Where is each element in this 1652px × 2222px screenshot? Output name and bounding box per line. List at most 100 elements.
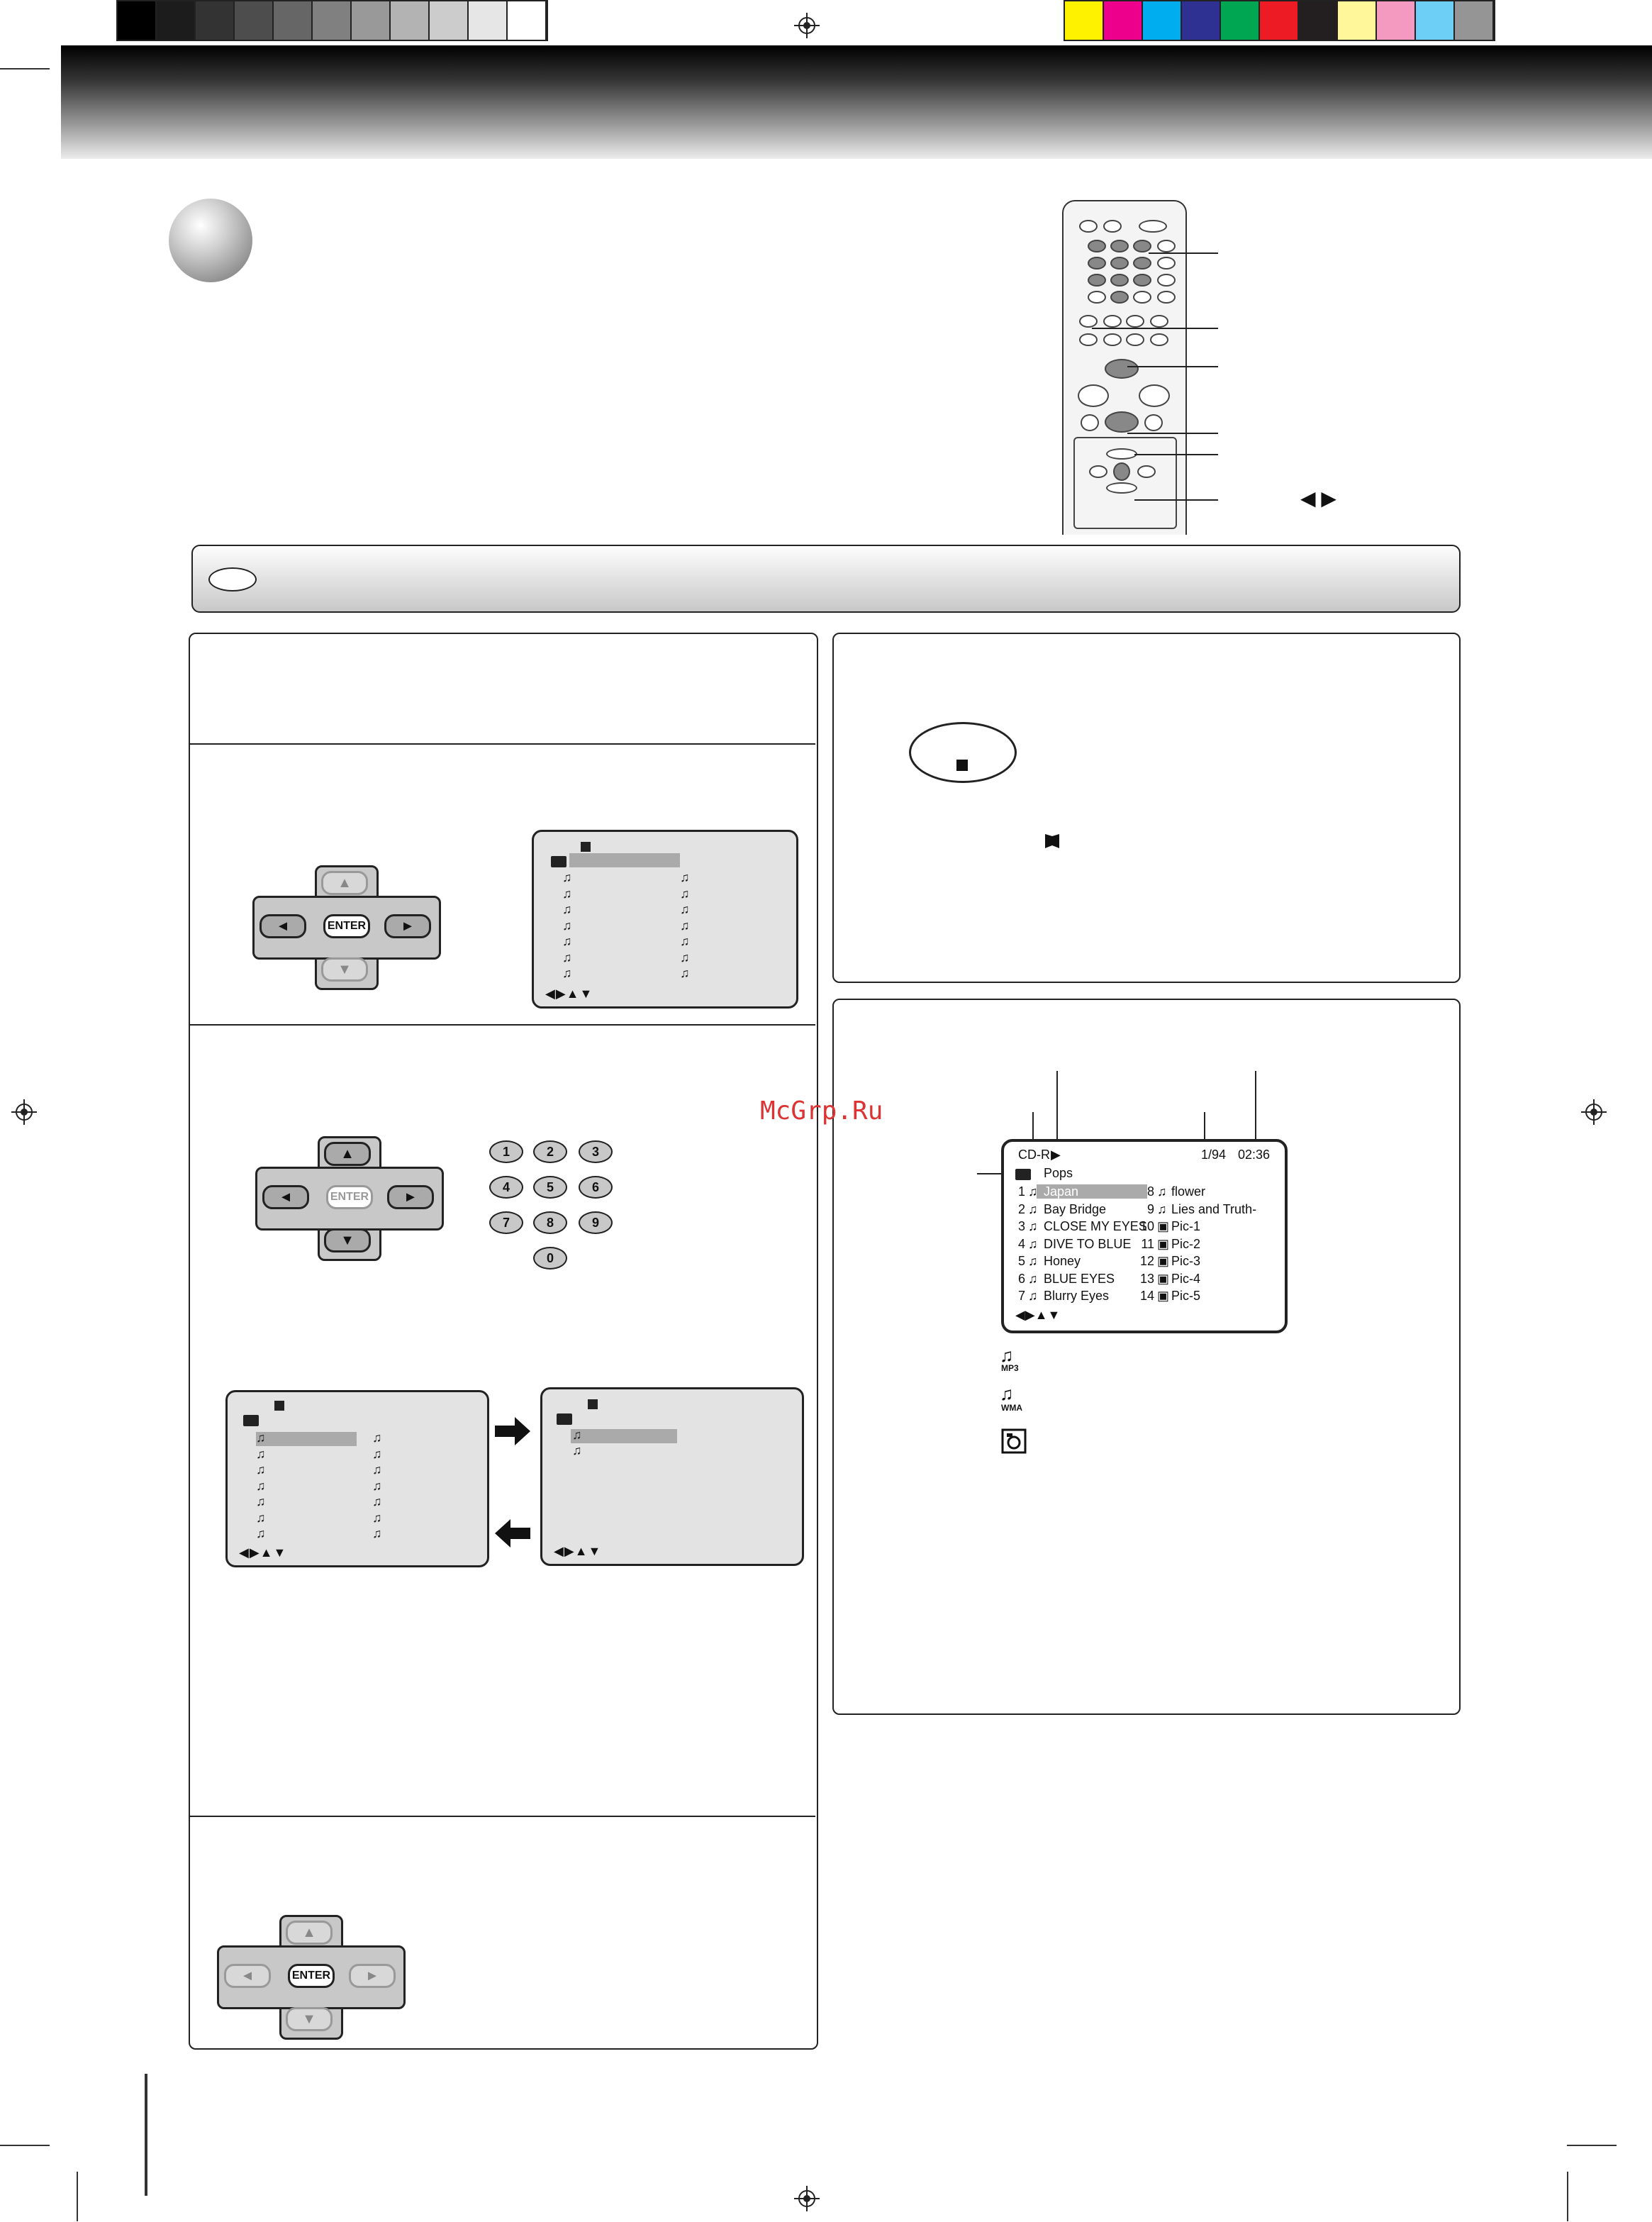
left-button[interactable]: ◄ [259, 914, 306, 938]
gray-swatch [235, 1, 274, 40]
osd-screen-subfolder: ♫ ♫ ◀▶▲▼ [540, 1387, 804, 1566]
music-note-icon: ♫ [680, 966, 690, 980]
track-title[interactable]: Pic-1 [1171, 1219, 1201, 1233]
music-note-icon: ♫ [572, 1443, 582, 1457]
folder-icon [243, 1415, 259, 1426]
remote-control-illustration [1062, 200, 1187, 535]
callout-line [1127, 366, 1218, 367]
track-title[interactable]: flower [1171, 1184, 1206, 1199]
right-button[interactable]: ► [349, 1964, 396, 1988]
color-swatch [1065, 1, 1104, 40]
track-number: 11 [1141, 1236, 1154, 1251]
music-note-icon: ♫ [256, 1462, 266, 1477]
num-key-9[interactable]: 9 [579, 1211, 613, 1234]
down-button[interactable]: ▼ [286, 2007, 333, 2031]
picture-file-icon: ▣ [1157, 1236, 1170, 1251]
color-swatch [1104, 1, 1143, 40]
num-key-5[interactable]: 5 [533, 1176, 567, 1199]
track-title[interactable]: Bay Bridge [1044, 1201, 1107, 1216]
music-note-icon: ♫ [372, 1462, 382, 1477]
track-title[interactable]: Pic-3 [1171, 1254, 1201, 1268]
music-note-icon: ♫ [562, 902, 572, 916]
color-swatch [1338, 1, 1377, 40]
music-note-icon: ♫ [256, 1431, 266, 1445]
color-swatch [1260, 1, 1299, 40]
down-button[interactable]: ▼ [321, 957, 368, 982]
right-button[interactable]: ► [387, 1185, 434, 1209]
music-note-icon: ♫ [256, 1446, 266, 1461]
page-header-band [61, 45, 1652, 159]
music-note-icon: ♫ [256, 1478, 266, 1493]
stop-icon [588, 1399, 598, 1409]
gray-swatch [352, 1, 391, 40]
music-note-icon: ♫ [1028, 1219, 1038, 1233]
gray-swatch [157, 1, 196, 40]
track-title[interactable]: Pic-5 [1171, 1289, 1201, 1303]
music-note-icon: ♫ [562, 918, 572, 933]
track-title[interactable]: Pic-4 [1171, 1271, 1201, 1286]
enter-button[interactable]: ENTER [326, 1185, 373, 1209]
up-button[interactable]: ▲ [286, 1921, 333, 1945]
grayscale-bar [116, 0, 548, 41]
left-button[interactable]: ◄ [224, 1964, 271, 1988]
registration-mark-top [794, 13, 820, 38]
num-key-6[interactable]: 6 [579, 1176, 613, 1199]
music-note-icon: ♫ [372, 1446, 382, 1461]
page-edge-bar [145, 2074, 147, 2196]
up-button[interactable]: ▲ [321, 871, 368, 895]
num-key-8[interactable]: 8 [533, 1211, 567, 1234]
music-note-icon: ♫ [680, 886, 690, 901]
track-title[interactable]: BLUE EYES [1044, 1271, 1115, 1286]
track-number: 7 [1017, 1289, 1025, 1303]
enter-button[interactable]: ENTER [323, 914, 370, 938]
color-swatch [1416, 1, 1455, 40]
num-key-1[interactable]: 1 [489, 1140, 523, 1163]
crop-line [0, 2145, 50, 2146]
music-note-icon: ♫ [572, 1428, 582, 1442]
num-key-7[interactable]: 7 [489, 1211, 523, 1234]
mp3-label: MP3 [1001, 1363, 1019, 1373]
music-note-icon: ♫ [372, 1494, 382, 1509]
picture-file-icon: ▣ [1157, 1254, 1170, 1268]
divider [190, 1024, 815, 1026]
stop-button[interactable] [909, 722, 1017, 783]
osd-screen-track-list: ♫♫♫♫♫♫♫♫♫♫♫♫♫♫ ◀▶▲▼ [225, 1390, 489, 1567]
track-number: 8 [1146, 1184, 1154, 1199]
stop-panel [832, 633, 1461, 983]
callout-line [1134, 454, 1218, 455]
left-button[interactable]: ◄ [262, 1185, 309, 1209]
color-swatch [1143, 1, 1182, 40]
track-title[interactable]: CLOSE MY EYES [1044, 1219, 1147, 1233]
disc-type-label: CD-R [1018, 1148, 1050, 1162]
num-key-2[interactable]: 2 [533, 1140, 567, 1163]
up-button[interactable]: ▲ [324, 1142, 371, 1166]
gray-swatch [196, 1, 235, 40]
track-title[interactable]: Pic-2 [1171, 1236, 1201, 1251]
track-number: 14 [1139, 1289, 1154, 1303]
wma-music-icon: ♫ [1000, 1383, 1014, 1404]
track-title[interactable]: Lies and Truth- [1171, 1201, 1257, 1216]
gray-swatch [391, 1, 430, 40]
music-note-icon: ♫ [256, 1526, 266, 1540]
enter-button[interactable]: ENTER [288, 1964, 335, 1988]
track-title[interactable]: Japan [1044, 1184, 1079, 1199]
num-key-4[interactable]: 4 [489, 1176, 523, 1199]
play-icon: ▶ [1051, 1148, 1061, 1162]
down-button[interactable]: ▼ [324, 1228, 371, 1252]
track-title[interactable]: DIVE TO BLUE [1044, 1236, 1132, 1251]
right-button[interactable]: ► [384, 914, 431, 938]
stop-icon [274, 1401, 284, 1411]
track-title[interactable]: Honey [1044, 1254, 1081, 1268]
callout-line [1134, 499, 1218, 501]
music-note-icon: ♫ [1028, 1201, 1038, 1216]
track-number: 3 [1017, 1219, 1025, 1233]
num-key-0[interactable]: 0 [533, 1247, 567, 1270]
num-key-3[interactable]: 3 [579, 1140, 613, 1163]
selection-highlight [1037, 1184, 1147, 1199]
disc-type-badge [208, 567, 257, 591]
track-title[interactable]: Blurry Eyes [1044, 1289, 1110, 1303]
osd-nav-arrows: ◀▶▲▼ [545, 987, 593, 1001]
callout-line [1149, 252, 1218, 254]
registration-mark-bottom [794, 2186, 820, 2211]
